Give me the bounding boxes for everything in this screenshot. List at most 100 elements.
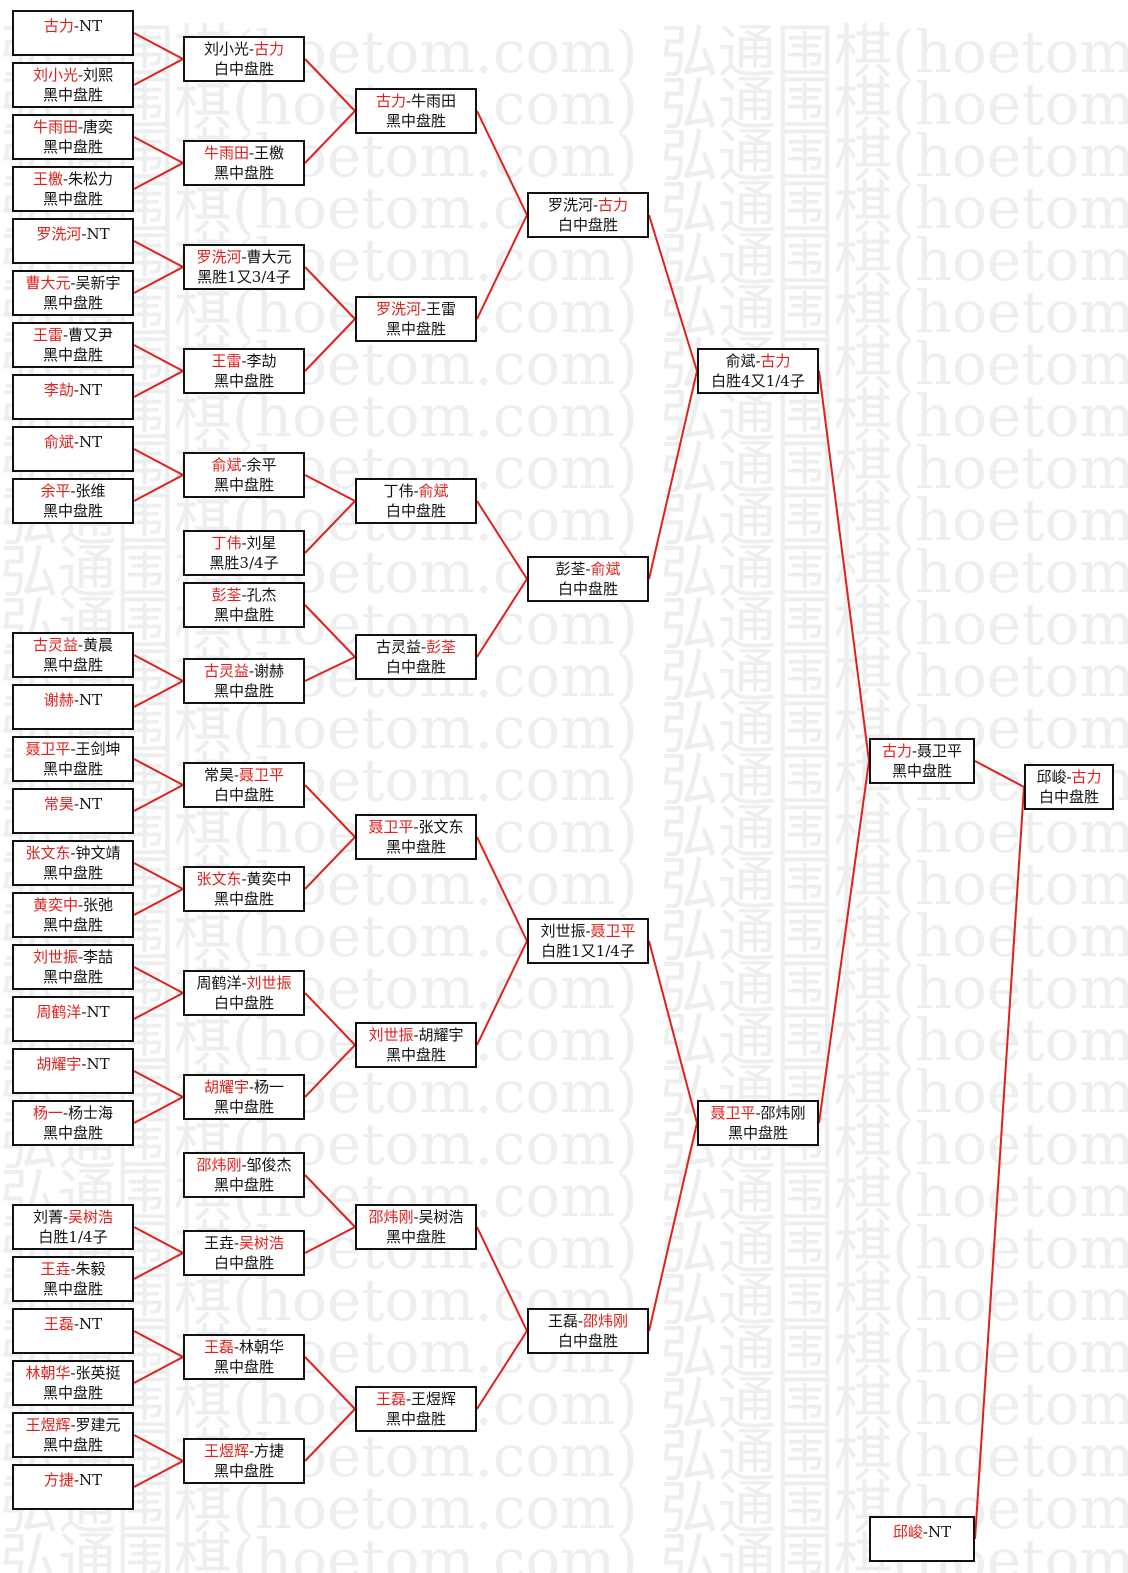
match-r1-7[interactable]: 王雷-曹又尹黑中盘胜	[12, 322, 134, 368]
player-black: 张文东	[196, 870, 242, 888]
match-players: 胡耀宇-NT	[14, 1054, 132, 1074]
match-r3-5[interactable]: 聂卫平-张文东黑中盘胜	[355, 814, 477, 860]
versus-dash: -	[405, 1390, 412, 1408]
match-players: 周鹤洋-NT	[14, 1002, 132, 1022]
match-r1-17[interactable]: 刘世振-李喆黑中盘胜	[12, 944, 134, 990]
match-r3-8[interactable]: 王磊-王煜辉黑中盘胜	[355, 1386, 477, 1432]
match-players: 王雷-曹又尹	[14, 325, 132, 345]
match-r3-7[interactable]: 邵炜刚-吴树浩黑中盘胜	[355, 1204, 477, 1250]
match-r1-24[interactable]: 林朝华-张英挺黑中盘胜	[12, 1360, 134, 1406]
player-black: 王煜辉	[203, 1442, 249, 1460]
match-result: 黑中盘胜	[213, 164, 274, 182]
match-r3-1[interactable]: 古力-牛雨田黑中盘胜	[355, 88, 477, 134]
match-r1-25[interactable]: 王煜辉-罗建元黑中盘胜	[12, 1412, 134, 1458]
match-result: 黑中盘胜	[213, 682, 274, 700]
player-white: 黄奕中	[246, 870, 292, 888]
player-black: 俞斌	[211, 456, 242, 474]
match-result: 白中盘胜	[213, 994, 274, 1012]
player-black: 邱峻	[892, 1523, 923, 1541]
versus-dash: -	[241, 248, 247, 266]
match-players: 刘小光-刘熙	[14, 65, 132, 85]
match-r3-6[interactable]: 刘世振-胡耀宇黑中盘胜	[355, 1022, 477, 1068]
match-r1-20[interactable]: 杨一-杨士海黑中盘胜	[12, 1100, 134, 1146]
match-r6-2[interactable]: 邱峻-NT	[869, 1516, 975, 1562]
connector-r3-1-to-r4-1	[476, 110, 528, 216]
match-r1-26[interactable]: 方捷-NT	[12, 1464, 134, 1510]
match-r1-3[interactable]: 牛雨田-唐奕黑中盘胜	[12, 114, 134, 160]
match-r2-6[interactable]: 丁伟-刘星黑胜3/4子	[183, 530, 305, 576]
match-r5-1[interactable]: 俞斌-古力白胜4又1/4子	[697, 348, 819, 394]
connector-r2-14-to-r3-7	[304, 1226, 356, 1254]
versus-dash: -	[73, 433, 79, 451]
match-r1-22[interactable]: 王垚-朱毅黑中盘胜	[12, 1256, 134, 1302]
match-r2-9[interactable]: 常昊-聂卫平白中盘胜	[183, 762, 305, 808]
match-r2-13[interactable]: 邵炜刚-邹俊杰黑中盘胜	[183, 1152, 305, 1198]
match-r1-15[interactable]: 张文东-钟文靖黑中盘胜	[12, 840, 134, 886]
match-r1-18[interactable]: 周鹤洋-NT	[12, 996, 134, 1042]
match-r4-2[interactable]: 彭荃-俞斌白中盘胜	[527, 556, 649, 602]
match-r1-10[interactable]: 余平-张维黑中盘胜	[12, 478, 134, 524]
match-r2-8[interactable]: 古灵益-谢赫黑中盘胜	[183, 658, 305, 704]
match-r2-12[interactable]: 胡耀宇-杨一黑中盘胜	[183, 1074, 305, 1120]
match-r2-16[interactable]: 王煜辉-方捷黑中盘胜	[183, 1438, 305, 1484]
match-result: 黑中盘胜	[213, 1098, 274, 1116]
match-r1-6[interactable]: 曹大元-吴新宇黑中盘胜	[12, 270, 134, 316]
match-r4-1[interactable]: 罗洗河-古力白中盘胜	[527, 192, 649, 238]
player-white: 黄晨	[83, 636, 114, 654]
match-r1-4[interactable]: 王檄-朱松力黑中盘胜	[12, 166, 134, 212]
match-r1-11[interactable]: 古灵益-黄晨黑中盘胜	[12, 632, 134, 678]
match-r2-14[interactable]: 王垚-吴树浩白中盘胜	[183, 1230, 305, 1276]
connector-r1-5-to-r2-3	[133, 240, 184, 268]
versus-dash: -	[77, 948, 84, 966]
match-r2-7[interactable]: 彭荃-孔杰黑中盘胜	[183, 582, 305, 628]
connector-r2-3-to-r3-2	[304, 266, 356, 320]
connector-r1-19-to-r2-12	[133, 1070, 184, 1098]
match-r1-1[interactable]: 古力-NT	[12, 10, 134, 56]
match-r2-1[interactable]: 刘小光-古力白中盘胜	[183, 36, 305, 82]
match-r2-10[interactable]: 张文东-黄奕中黑中盘胜	[183, 866, 305, 912]
match-r6-1[interactable]: 古力-聂卫平黑中盘胜	[869, 738, 975, 784]
match-r1-16[interactable]: 黄奕中-张弛黑中盘胜	[12, 892, 134, 938]
match-r1-21[interactable]: 刘菁-吴树浩白胜1/4子	[12, 1204, 134, 1250]
match-result: 黑中盘胜	[213, 606, 274, 624]
match-r1-12[interactable]: 谢赫-NT	[12, 684, 134, 730]
match-r4-4[interactable]: 王磊-邵炜刚白中盘胜	[527, 1308, 649, 1354]
match-r4-3[interactable]: 刘世振-聂卫平白胜1又1/4子	[527, 918, 649, 964]
match-r2-4[interactable]: 王雷-李劼黑中盘胜	[183, 348, 305, 394]
match-r5-2[interactable]: 聂卫平-邵炜刚黑中盘胜	[697, 1100, 819, 1146]
versus-dash: -	[413, 818, 419, 836]
match-r2-3[interactable]: 罗洗河-曹大元黑胜1又3/4子	[183, 244, 305, 290]
player-white: 吴树浩	[239, 1234, 285, 1252]
match-r2-11[interactable]: 周鹤洋-刘世振白中盘胜	[183, 970, 305, 1016]
match-players: 彭荃-孔杰	[185, 585, 303, 605]
match-r2-15[interactable]: 王磊-林朝华黑中盘胜	[183, 1334, 305, 1380]
match-r1-8[interactable]: 李劼-NT	[12, 374, 134, 420]
match-r3-3[interactable]: 丁伟-俞斌白中盘胜	[355, 478, 477, 524]
match-r7-1[interactable]: 邱峻-古力白中盘胜	[1024, 764, 1114, 810]
match-players: 王磊-王煜辉	[357, 1389, 475, 1409]
match-r3-4[interactable]: 古灵益-彭荃白中盘胜	[355, 634, 477, 680]
connector-r2-6-to-r3-3	[304, 500, 356, 554]
match-r1-2[interactable]: 刘小光-刘熙黑中盘胜	[12, 62, 134, 108]
match-r1-13[interactable]: 聂卫平-王剑坤黑中盘胜	[12, 736, 134, 782]
match-players: 古灵益-谢赫	[185, 661, 303, 681]
match-r3-2[interactable]: 罗洗河-王雷黑中盘胜	[355, 296, 477, 342]
versus-dash: -	[62, 1104, 69, 1122]
player-white: 古力	[254, 40, 285, 58]
match-r1-9[interactable]: 俞斌-NT	[12, 426, 134, 472]
match-r2-5[interactable]: 俞斌-余平黑中盘胜	[183, 452, 305, 498]
match-r1-19[interactable]: 胡耀宇-NT	[12, 1048, 134, 1094]
match-r1-14[interactable]: 常昊-NT	[12, 788, 134, 834]
match-r2-2[interactable]: 牛雨田-王檄黑中盘胜	[183, 140, 305, 186]
match-players: 俞斌-古力	[699, 351, 817, 371]
match-r1-23[interactable]: 王磊-NT	[12, 1308, 134, 1354]
player-black: 邵炜刚	[368, 1208, 414, 1226]
player-black: 余平	[40, 482, 71, 500]
match-result: 黑中盘胜	[42, 1384, 103, 1402]
match-r1-5[interactable]: 罗洗河-NT	[12, 218, 134, 264]
versus-dash: -	[420, 300, 427, 318]
player-black: 周鹤洋	[196, 974, 242, 992]
connector-r2-4-to-r3-2	[304, 318, 356, 372]
player-white: 王檄	[254, 144, 285, 162]
player-white: 古力	[1071, 768, 1102, 786]
